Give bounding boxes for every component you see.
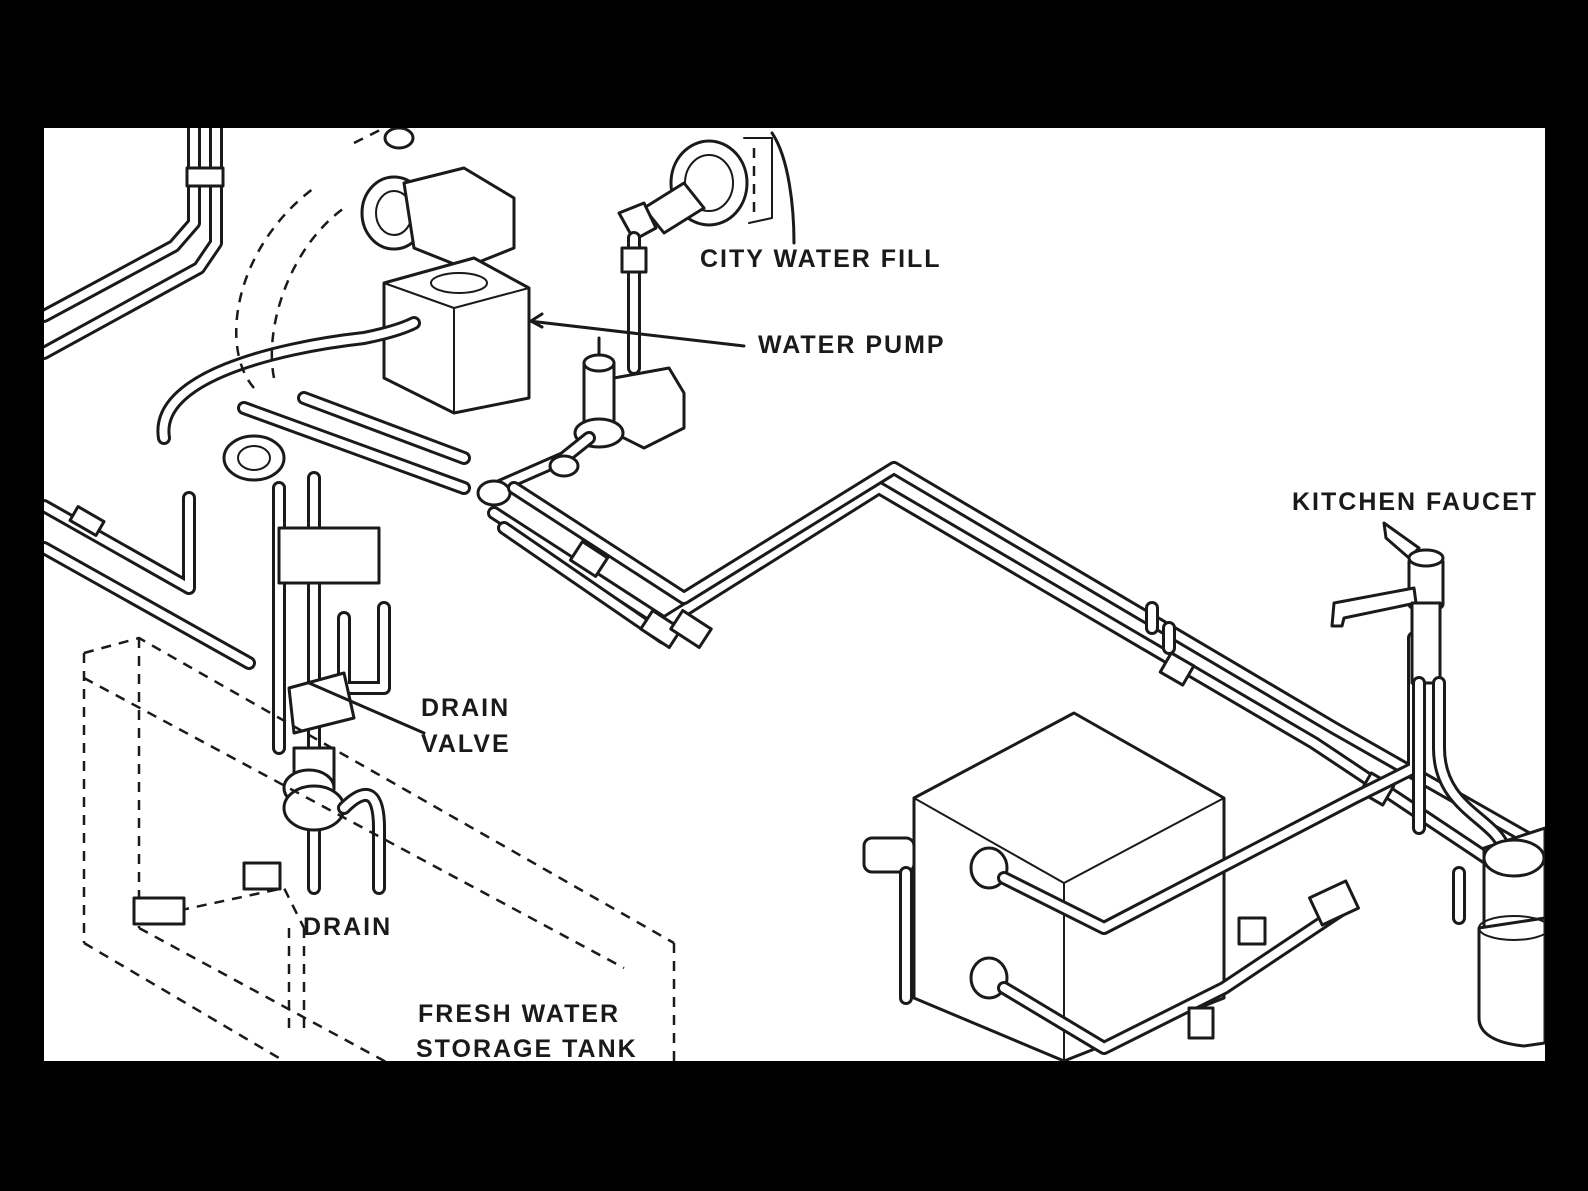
fresh-water-tank-label-line2: STORAGE TANK — [416, 1035, 638, 1061]
fresh-water-tank-label-line1: FRESH WATER — [418, 1000, 621, 1028]
drain-label: DRAIN — [303, 913, 393, 941]
water-pump-label: WATER PUMP — [758, 331, 946, 359]
water-pump — [353, 128, 531, 415]
plumbing-diagram: CITY WATER FILL WATER PUMP KITCHEN FAUCE… — [44, 128, 1545, 1061]
drain-valve-assembly — [272, 471, 426, 895]
pipes-lower-left — [44, 491, 256, 670]
water-filter — [1452, 826, 1545, 1048]
kitchen-faucet — [1330, 521, 1511, 855]
plumbing-diagram-drawing — [44, 128, 1545, 1061]
city-water-fill-inlet — [617, 131, 796, 375]
drain-valve-label-line1: DRAIN — [421, 694, 511, 722]
pressure-regulator — [573, 336, 686, 450]
water-heater — [862, 631, 1421, 1061]
wall-pipes-left — [44, 128, 225, 360]
pump-manifold — [156, 187, 596, 507]
drain-valve-label-line2: VALVE — [421, 730, 511, 758]
label-leader-lines — [527, 312, 746, 348]
fresh-water-tank — [82, 636, 676, 1061]
kitchen-faucet-label: KITCHEN FAUCET — [1292, 488, 1539, 516]
city-water-fill-label: CITY WATER FILL — [700, 245, 942, 273]
